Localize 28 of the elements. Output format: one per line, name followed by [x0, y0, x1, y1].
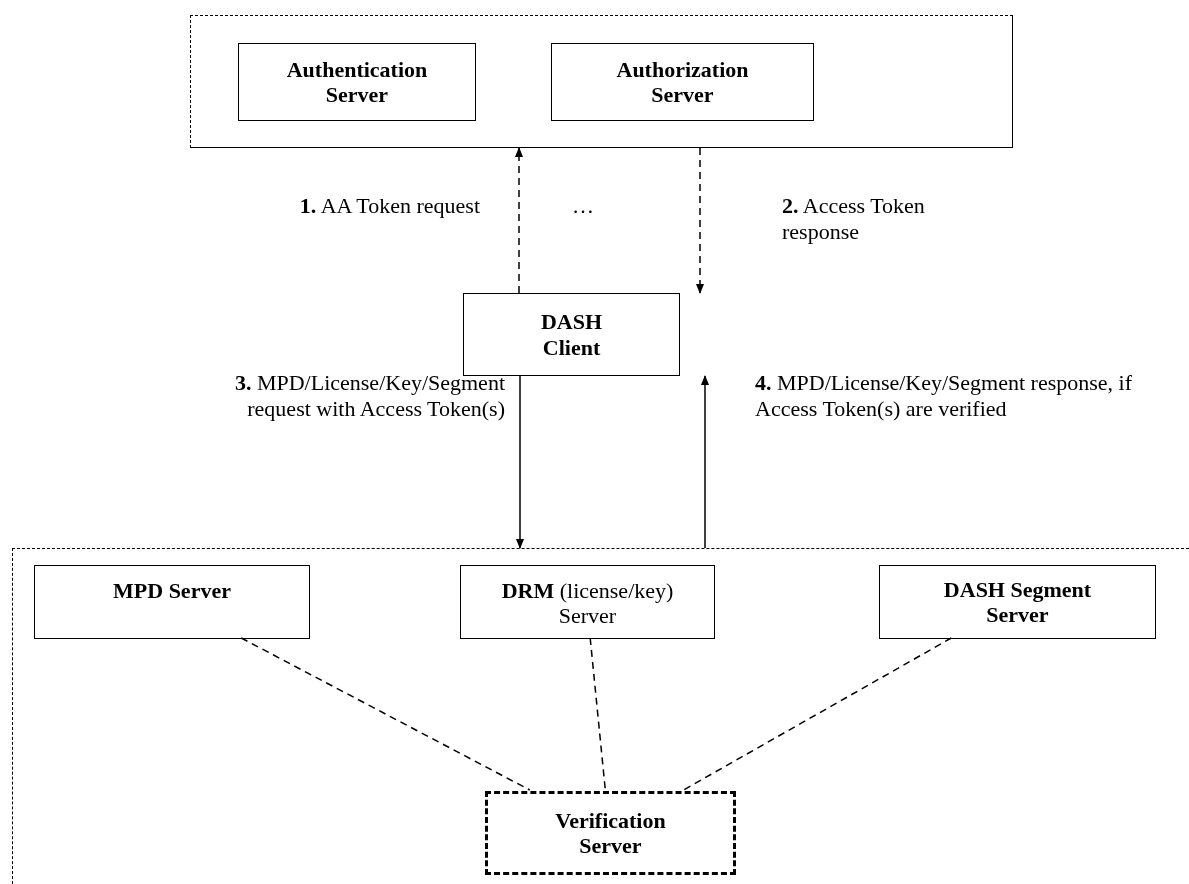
- dashed-group-frame: [12, 548, 1189, 884]
- arrow: [701, 375, 709, 549]
- server-box: [238, 43, 476, 121]
- connector-line: [589, 637, 607, 791]
- dashed-group-frame: [190, 15, 1013, 148]
- server-box: [463, 293, 680, 376]
- server-box: [879, 565, 1156, 639]
- arrow: [516, 375, 524, 549]
- ellipsis-text: …: [572, 193, 594, 219]
- node-text: Verification Server: [554, 807, 667, 859]
- server-box: [551, 43, 814, 121]
- edge-label: 1. AA Token request: [298, 193, 480, 220]
- node-text: Authorization Server: [615, 56, 750, 108]
- node-text: DRM (license/key) Server: [500, 578, 675, 629]
- edge-label: 2. Access Token response: [782, 193, 926, 246]
- server-box: [34, 565, 310, 639]
- node-text: DASH Segment Server: [942, 576, 1093, 628]
- arrow: [696, 147, 704, 294]
- edge-label: 3. MPD/License/Key/Segment request with Access Token(s): [233, 370, 505, 423]
- connector-line: [682, 637, 953, 791]
- server-box: [460, 565, 715, 639]
- server-box: [485, 791, 736, 875]
- node-text: MPD Server: [113, 578, 231, 604]
- arrow: [515, 147, 523, 294]
- edge-label: 4. MPD/License/Key/Segment response, if Access Token(s) are verified: [755, 370, 1133, 423]
- node-text: Authentication Server: [285, 56, 429, 108]
- node-text: DASH Client: [539, 309, 604, 360]
- connector-line: [240, 637, 531, 791]
